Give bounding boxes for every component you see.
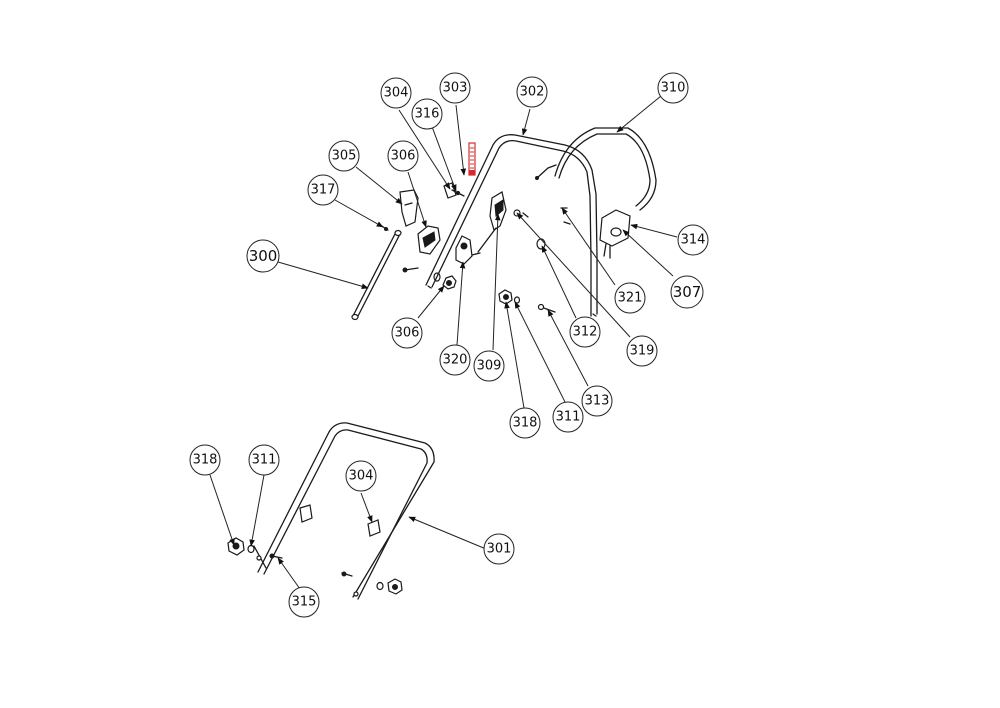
callout-305: 305 [328, 140, 360, 172]
callout-311-right: 311 [552, 401, 584, 433]
callout-318-left: 318 [189, 444, 221, 476]
callout-310: 310 [657, 72, 689, 104]
callout-319: 319 [626, 335, 658, 367]
callout-304-upper: 304 [380, 77, 412, 109]
part-303-cable-tie [468, 142, 476, 176]
part-313-bolt [537, 303, 556, 313]
callout-316: 316 [411, 98, 443, 130]
svg-text:307: 307 [673, 283, 702, 301]
part-318-upper-knob [498, 289, 521, 305]
svg-text:318: 318 [193, 453, 218, 468]
part-320-lever [455, 235, 481, 265]
part-315-bolt [269, 553, 283, 559]
svg-text:310: 310 [661, 81, 686, 96]
callout-304-lower: 304 [345, 460, 377, 492]
callout-300: 300 [246, 239, 280, 273]
part-300-rod [351, 229, 402, 321]
callout-303: 303 [439, 72, 471, 104]
callout-311-left: 311 [248, 444, 280, 476]
svg-text:319: 319 [630, 344, 655, 359]
svg-text:311: 311 [556, 410, 581, 425]
svg-text:313: 313 [585, 394, 610, 409]
svg-text:318: 318 [513, 416, 538, 431]
part-318-lower-knob [227, 537, 255, 556]
part-bolts-left [402, 267, 441, 282]
svg-text:311: 311 [252, 453, 277, 468]
part-309-throttle [477, 191, 507, 253]
part-307-switch-box [599, 209, 631, 259]
leader-lines [209, 95, 678, 590]
svg-text:305: 305 [332, 149, 357, 164]
svg-text:306: 306 [395, 326, 420, 341]
part-304-lower-bushings [299, 504, 381, 537]
callout-317: 317 [307, 174, 339, 206]
svg-text:301: 301 [487, 542, 512, 557]
part-lower-right-hardware [341, 571, 403, 595]
svg-text:300: 300 [249, 247, 278, 265]
svg-text:315: 315 [292, 595, 317, 610]
part-306-star-knob [442, 275, 457, 290]
callout-301: 301 [483, 533, 515, 565]
svg-text:317: 317 [311, 183, 336, 198]
svg-text:304: 304 [349, 469, 374, 484]
part-302-upper-handle [425, 134, 598, 317]
svg-text:312: 312 [573, 325, 598, 340]
callout-318-right: 318 [509, 407, 541, 439]
callout-312: 312 [569, 316, 601, 348]
svg-text:304: 304 [384, 86, 409, 101]
svg-text:321: 321 [618, 291, 643, 306]
part-301-lower-handle [253, 422, 435, 600]
part-306-upper-paddle [417, 225, 441, 255]
callout-313: 313 [581, 385, 613, 417]
callout-302: 302 [516, 76, 548, 108]
part-302-wire-detail [535, 164, 557, 180]
part-310-bail [554, 127, 657, 211]
svg-text:316: 316 [415, 107, 440, 122]
callout-306-upper: 306 [387, 140, 419, 172]
part-small-hardware [513, 207, 571, 250]
callout-307: 307 [670, 275, 704, 309]
svg-text:314: 314 [681, 233, 706, 248]
svg-text:303: 303 [443, 81, 468, 96]
svg-text:302: 302 [520, 85, 545, 100]
svg-text:320: 320 [443, 353, 468, 368]
callout-309: 309 [473, 350, 505, 382]
callout-320: 320 [439, 344, 471, 376]
callout-315: 315 [288, 586, 320, 618]
svg-text:309: 309 [477, 359, 502, 374]
callout-321: 321 [614, 282, 646, 314]
svg-text:306: 306 [391, 149, 416, 164]
callout-306-lower: 306 [391, 317, 423, 349]
callout-314: 314 [677, 224, 709, 256]
